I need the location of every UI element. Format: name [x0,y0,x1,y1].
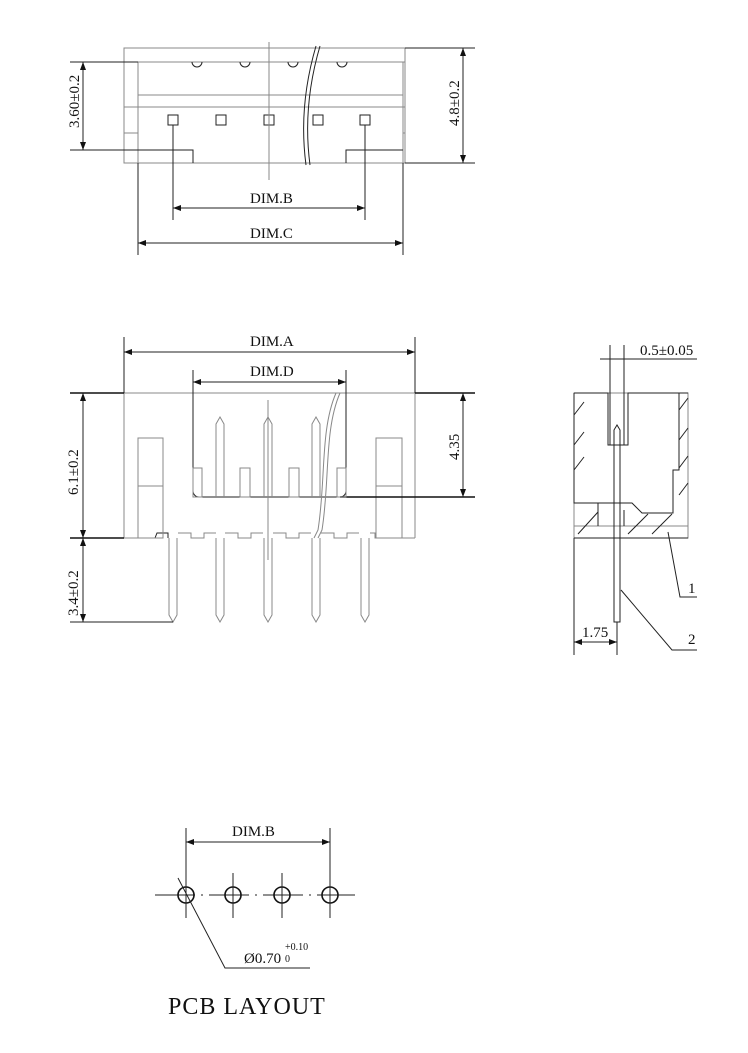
dim-4-8: 4.8±0.2 [447,80,463,126]
dim-4-35: 4.35 [447,434,463,460]
callout-1: 1 [688,581,696,597]
pcb-layout: DIM.B Ø0.70 +0.10 0 PCB LAYOUT [155,824,355,1020]
top-body-outline [123,47,406,164]
latch-notches [191,61,348,68]
dim-0-5: 0.5±0.05 [640,343,693,359]
dim-3-60: 3.60±0.2 [67,75,83,128]
pcb-layout-title: PCB LAYOUT [168,994,326,1020]
pcb-dim-b-label: DIM.B [232,824,275,840]
dim-6-1: 6.1±0.2 [66,449,82,495]
top-view: 3.60±0.2 4.8±0.2 DIM.B DIM.C [67,42,475,255]
dim-a-label: DIM.A [250,334,294,350]
break-line [303,45,317,166]
hole-diameter: Ø0.70 [244,951,281,967]
hatching [573,397,689,535]
lower-pins [168,538,370,624]
side-view: 0.5±0.05 1.75 1 2 [573,343,697,655]
dim-d-label: DIM.D [250,364,294,380]
dim-c-label: DIM.C [250,226,293,242]
dim-b-label: DIM.B [250,191,293,207]
side-window-left [137,437,164,539]
callout-2: 2 [688,632,696,648]
side-pin [613,424,621,623]
side-body-outline [573,392,689,539]
dim-3-4: 3.4±0.2 [66,570,82,616]
tolerance-lower: 0 [285,954,290,965]
tolerance-upper: +0.10 [285,942,308,953]
front-view: DIM.A DIM.D 6.1±0.2 3.4±0.2 4.35 [66,334,475,624]
side-window-right [375,437,403,539]
dim-1-75: 1.75 [582,625,608,641]
